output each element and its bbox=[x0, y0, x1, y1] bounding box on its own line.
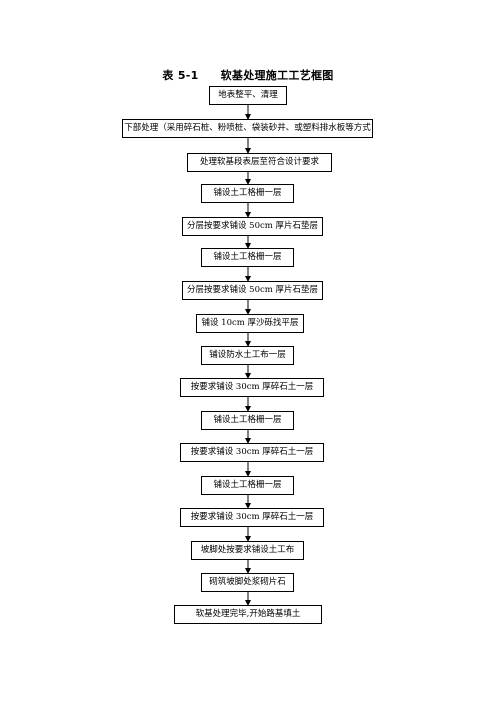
flow-step-gravel-leveling: 铺设 10cm 厚沙砾找平层 bbox=[196, 314, 304, 333]
figure-title: 表 5-1 软基处理施工工艺框图 bbox=[0, 67, 496, 83]
flow-step-rubble-layer-1: 分层按要求铺设 50cm 厚片石垫层 bbox=[182, 217, 323, 236]
table-number: 表 5-1 bbox=[162, 69, 199, 82]
flow-step-site-leveling: 地表整平、清理 bbox=[209, 86, 287, 105]
title-text: 软基处理施工工艺框图 bbox=[220, 69, 334, 82]
flow-step-geogrid-1: 铺设土工格栅一层 bbox=[201, 184, 294, 203]
flow-step-crushed-stone-2: 按要求铺设 30cm 厚碎石土一层 bbox=[180, 443, 324, 462]
flow-step-geogrid-4: 铺设土工格栅一层 bbox=[201, 476, 294, 495]
flow-step-crushed-stone-1: 按要求铺设 30cm 厚碎石土一层 bbox=[180, 378, 324, 397]
flow-step-toe-geotextile: 坡脚处按要求铺设土工布 bbox=[191, 541, 304, 560]
flow-step-geogrid-3: 铺设土工格栅一层 bbox=[201, 411, 294, 430]
flow-step-toe-masonry: 砌筑坡脚处浆砌片石 bbox=[201, 573, 294, 592]
flow-step-surface-treatment: 处理软基段表层至符合设计要求 bbox=[187, 153, 332, 172]
flow-step-complete: 软基处理完毕,开始路基填土 bbox=[174, 605, 322, 624]
flow-step-rubble-layer-2: 分层按要求铺设 50cm 厚片石垫层 bbox=[182, 281, 323, 300]
flow-step-geogrid-2: 铺设土工格栅一层 bbox=[201, 248, 294, 267]
flow-step-waterproof-geotextile: 铺设防水土工布一层 bbox=[201, 346, 294, 365]
flow-step-crushed-stone-3: 按要求铺设 30cm 厚碎石土一层 bbox=[180, 508, 324, 527]
flow-step-deep-treatment: 下部处理（采用碎石桩、粉喷桩、袋装砂井、或塑料排水板等方式 bbox=[122, 119, 373, 138]
